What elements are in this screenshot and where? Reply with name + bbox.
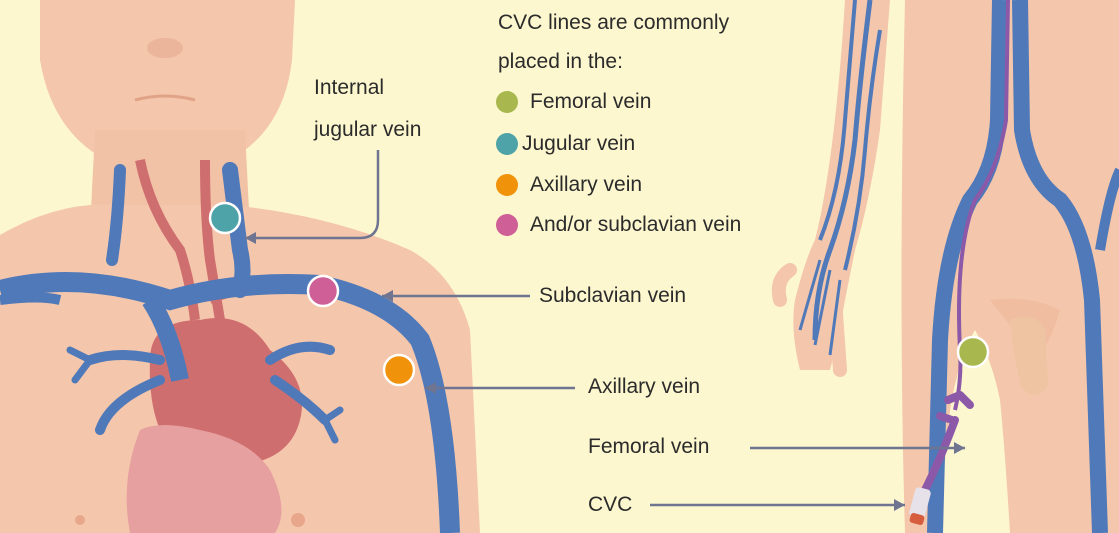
intro-line-1: CVC lines are commonly	[498, 8, 729, 38]
legend-item-jugular: Jugular vein	[496, 132, 635, 156]
legend-item-subclavian: And/or subclavian vein	[496, 213, 741, 237]
femoral-dot-icon	[496, 91, 518, 113]
legend-label: And/or subclavian vein	[530, 213, 741, 237]
intro-line-2: placed in the:	[498, 47, 623, 77]
axillary-dot-icon	[496, 174, 518, 196]
femoral-site-marker	[958, 337, 988, 367]
subclavian-site-marker	[308, 276, 338, 306]
cvc-label: CVC	[588, 490, 632, 520]
subclavian-dot-icon	[496, 214, 518, 236]
axillary-label: Axillary vein	[588, 372, 700, 402]
legend-label: Femoral vein	[530, 90, 651, 114]
torso-figure	[0, 0, 480, 533]
axillary-site-marker	[384, 355, 414, 385]
jugular-dot-icon	[496, 133, 518, 155]
internal-jugular-label-line-2: jugular vein	[314, 115, 421, 145]
internal-jugular-label-line-1: Internal	[314, 73, 384, 103]
legend-item-femoral: Femoral vein	[496, 90, 651, 114]
legend-label: Jugular vein	[522, 132, 635, 156]
limbs-figure	[779, 0, 1119, 533]
subclavian-label: Subclavian vein	[539, 281, 686, 311]
legend-item-axillary: Axillary vein	[496, 173, 642, 197]
femoral-label: Femoral vein	[588, 432, 709, 462]
jugular-site-marker	[210, 203, 240, 233]
legend-label: Axillary vein	[530, 173, 642, 197]
